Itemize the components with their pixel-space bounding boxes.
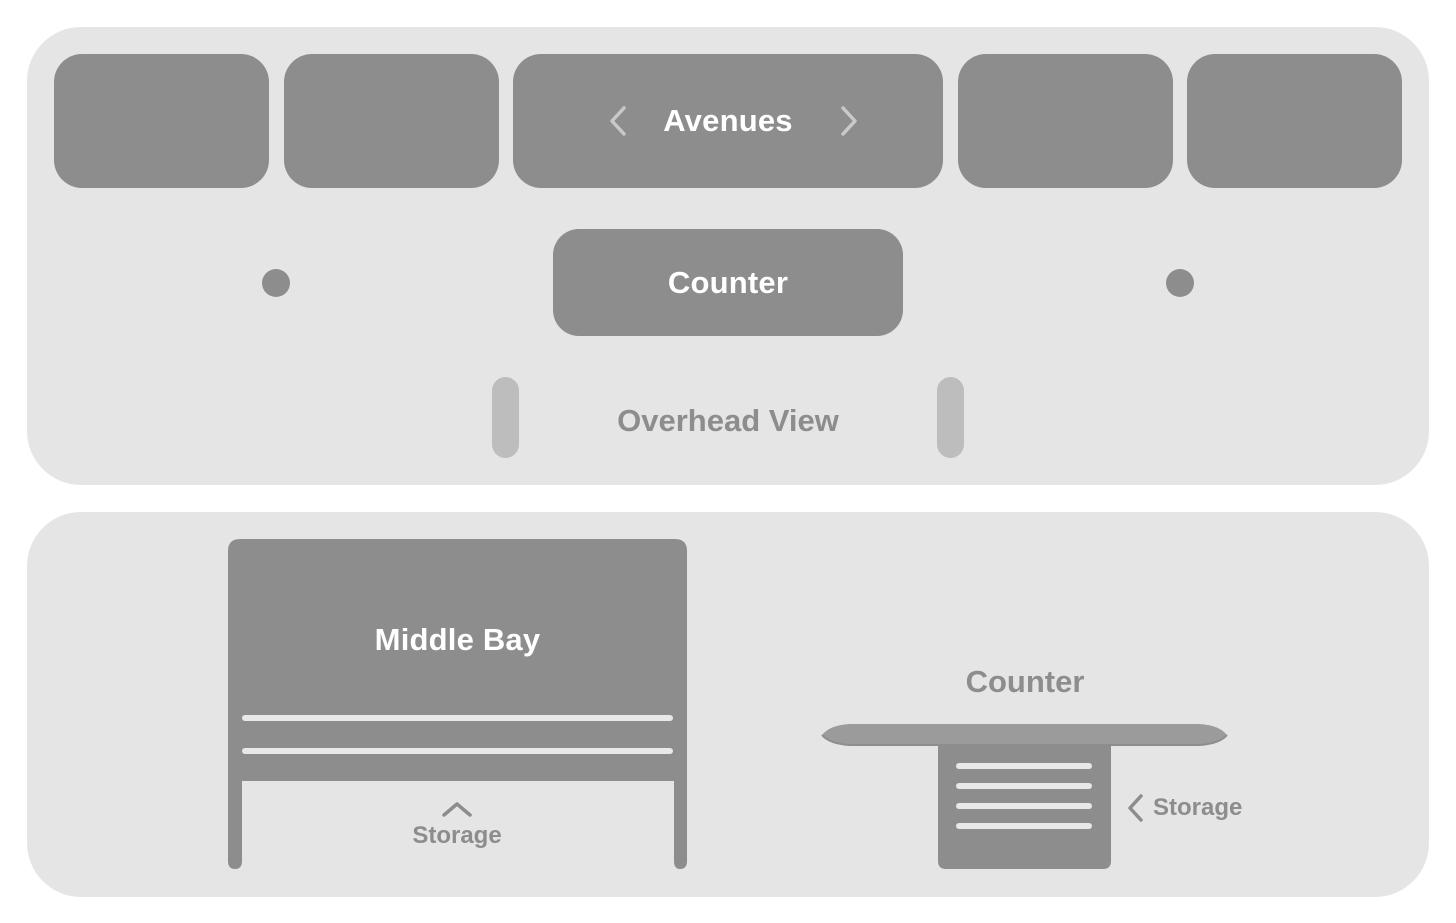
rail-left — [492, 377, 519, 458]
middle-bay-label: Middle Bay — [374, 622, 541, 657]
counter-overhead-label: Counter — [667, 264, 789, 300]
chevron-left-icon[interactable] — [1126, 794, 1144, 822]
bay-left[interactable] — [284, 54, 499, 188]
bay-avenues[interactable]: Avenues — [513, 54, 943, 188]
counter-side[interactable] — [820, 723, 1229, 871]
bay-right[interactable] — [958, 54, 1173, 188]
avenues-label: Avenues — [663, 103, 793, 138]
middle-storage-label: Storage — [412, 822, 502, 849]
post-right — [1166, 269, 1194, 297]
middle-bay-side[interactable]: Middle Bay — [228, 539, 687, 870]
chevron-right-icon[interactable] — [840, 106, 858, 136]
post-left — [262, 269, 290, 297]
chevron-left-icon[interactable] — [609, 106, 627, 136]
rail-right — [937, 377, 964, 458]
counter-overhead[interactable]: Counter — [553, 229, 903, 336]
bay-far-right[interactable] — [1187, 54, 1402, 188]
bay-far-left[interactable] — [54, 54, 269, 188]
overhead-view-title: Overhead View — [617, 403, 839, 438]
counter-side-label: Counter — [965, 664, 1085, 699]
counter-storage-label: Storage — [1153, 794, 1243, 821]
chevron-up-icon[interactable] — [442, 800, 472, 818]
